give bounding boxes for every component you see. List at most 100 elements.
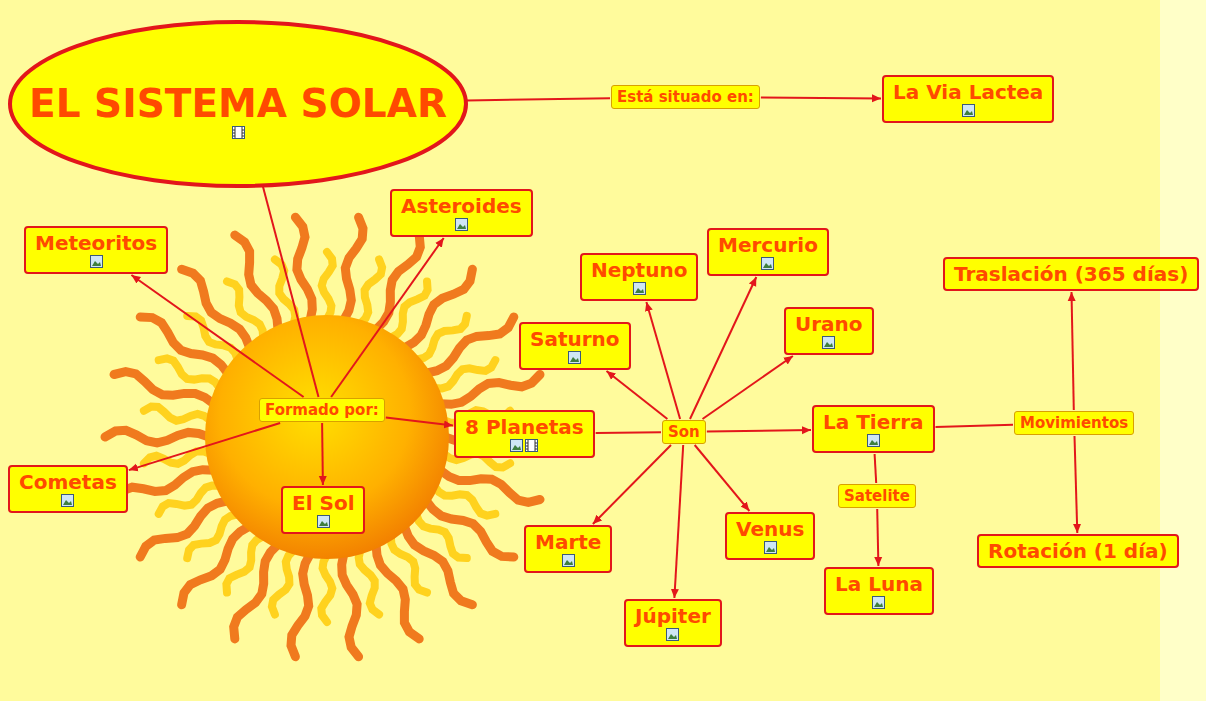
- concept-box: La Via Lactea: [882, 75, 1054, 123]
- connector-arrow: [386, 418, 453, 426]
- concept-box: Traslación (365 días): [943, 257, 1199, 291]
- sun-ray: [360, 260, 382, 324]
- background-strip: [1160, 0, 1206, 701]
- linking-phrase-box: Movimientos: [1014, 411, 1134, 435]
- image-icon: [562, 554, 575, 567]
- node-text: Meteoritos: [35, 231, 157, 255]
- media-icons: [19, 494, 117, 508]
- sun-ray: [159, 358, 220, 388]
- node-text: EL SISTEMA SOLAR: [7, 81, 469, 126]
- concept-box: La Luna: [824, 567, 934, 615]
- sun-ray: [440, 375, 540, 405]
- concept-box: Meteoritos: [24, 226, 168, 274]
- concept-box: Rotación (1 día): [977, 534, 1179, 568]
- node-text: Júpiter: [635, 604, 711, 628]
- concept-box: 8 Planetas: [454, 410, 595, 458]
- concept-box: La Tierra: [812, 405, 935, 453]
- media-icons: [736, 541, 804, 555]
- sun-ray: [291, 554, 310, 657]
- media-icons: [465, 439, 584, 453]
- sun-ray: [114, 470, 214, 500]
- sun-ray: [321, 555, 332, 622]
- concept-box: Urano: [784, 307, 874, 355]
- concept-box: El Sol: [281, 486, 365, 534]
- node-text: Rotación (1 día): [988, 539, 1168, 563]
- sun-ray: [342, 554, 359, 657]
- connector-arrow: [875, 454, 877, 483]
- connector-arrow: [596, 431, 661, 434]
- image-icon: [822, 336, 835, 349]
- connector-arrow: [695, 445, 750, 511]
- linking-phrase-box: Formado por:: [259, 398, 385, 422]
- connector-arrow: [1072, 292, 1074, 410]
- sun-disc: [205, 315, 449, 559]
- node-text: El Sol: [292, 491, 354, 515]
- media-icons: [530, 351, 620, 365]
- node-text: Saturno: [530, 327, 620, 351]
- sun-ray: [359, 550, 379, 614]
- connector-arrow: [131, 275, 303, 397]
- node-text: Venus: [736, 517, 804, 541]
- node-text: Son: [668, 423, 700, 441]
- image-icon: [872, 596, 885, 609]
- title-ellipse: EL SISTEMA SOLAR: [7, 19, 469, 189]
- image-icon: [633, 282, 646, 295]
- video-icon: [525, 439, 538, 452]
- media-icons: [835, 596, 923, 610]
- image-icon: [761, 257, 774, 270]
- connector-arrow: [703, 356, 793, 419]
- sun-ray: [376, 235, 420, 330]
- media-icons: [591, 282, 687, 296]
- connector-arrow: [593, 445, 671, 524]
- video-icon: [232, 126, 245, 139]
- connector-arrow: [936, 425, 1014, 427]
- connector-arrow: [674, 445, 683, 598]
- sun-ray: [322, 252, 333, 319]
- concept-box: Júpiter: [624, 599, 722, 647]
- concept-box: Asteroides: [390, 189, 533, 237]
- media-icons: [893, 104, 1043, 118]
- concept-box: Cometas: [8, 465, 128, 513]
- image-icon: [61, 494, 74, 507]
- linking-phrase-box: Satelite: [838, 484, 916, 508]
- sun-ray: [105, 430, 209, 443]
- media-icons: [635, 628, 711, 642]
- connector-arrow: [690, 277, 756, 419]
- node-text: Traslación (365 días): [954, 262, 1188, 286]
- media-icons: [535, 554, 601, 568]
- sun-ray: [144, 407, 210, 421]
- connector-arrow: [321, 423, 324, 485]
- linking-phrase-box: Está situado en:: [611, 85, 760, 109]
- connector-arrow: [331, 238, 444, 397]
- image-icon: [90, 255, 103, 268]
- node-text: Formado por:: [265, 401, 379, 419]
- image-icon: [764, 541, 777, 554]
- sun-ray: [272, 550, 294, 614]
- sun-ray: [235, 235, 278, 330]
- image-icon: [962, 104, 975, 117]
- node-text: Mercurio: [718, 233, 818, 257]
- sun-ray: [234, 544, 278, 639]
- connector-arrow: [1075, 436, 1078, 533]
- node-text: Marte: [535, 530, 601, 554]
- image-icon: [867, 434, 880, 447]
- node-text: Satelite: [844, 487, 910, 505]
- media-icons: [795, 336, 863, 350]
- media-icons: [7, 126, 469, 140]
- image-icon: [510, 439, 523, 452]
- media-icons: [823, 434, 924, 448]
- concept-box: Venus: [725, 512, 815, 560]
- concept-box: Mercurio: [707, 228, 829, 276]
- node-text: 8 Planetas: [465, 415, 584, 439]
- sun-ray: [434, 486, 495, 516]
- sun-ray: [376, 544, 419, 639]
- linking-phrase-box: Son: [662, 420, 706, 444]
- media-icons: [718, 257, 818, 271]
- node-text: Está situado en:: [617, 88, 754, 106]
- node-text: Movimientos: [1020, 414, 1128, 432]
- node-text: Neptuno: [591, 258, 687, 282]
- connector-arrow: [761, 97, 881, 100]
- connector-arrow: [129, 423, 280, 470]
- connector-arrow: [262, 183, 319, 397]
